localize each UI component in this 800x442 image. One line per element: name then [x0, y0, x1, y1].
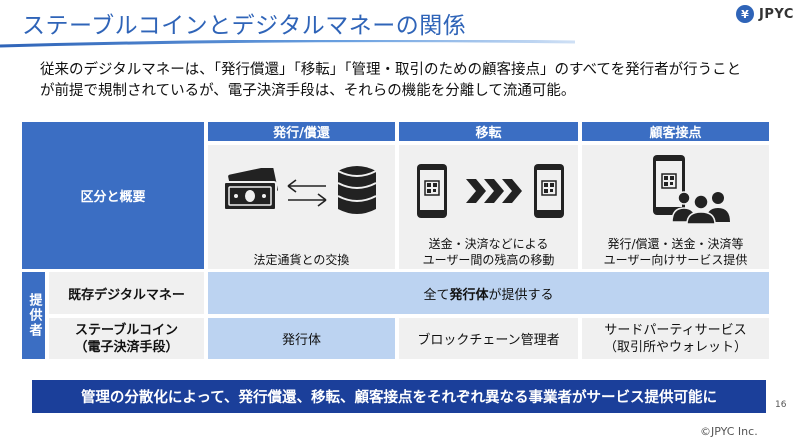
column-header-transfer: 移転	[399, 122, 578, 141]
users-group-icon	[671, 191, 730, 224]
transfer-description: 送金・決済などによる ユーザー間の残高の移動	[399, 236, 578, 268]
stablecoin-contact-line-2: （取引所やウォレット）	[603, 339, 747, 355]
stablecoin-label: ステーブルコイン （電子決済手段）	[49, 318, 204, 359]
existing-provider-cell: 全て発行体が提供する	[208, 272, 769, 314]
existing-digital-money-label: 既存デジタルマネー	[49, 272, 204, 314]
transfer-description-line-1: 送金・決済などによる	[428, 237, 549, 251]
stablecoin-transfer-cell: ブロックチェーン管理者	[399, 318, 578, 359]
transfer-description-line-2: ユーザー間の残高の移動	[422, 253, 555, 267]
intro-line-2: が前提で規制されているが、電子決済手段は、それらの機能を分離して流通可能。	[40, 83, 576, 99]
provider-label: 提供者	[22, 272, 45, 359]
yen-logo-icon: ¥	[736, 5, 754, 23]
column-header-contact: 顧客接点	[582, 122, 769, 141]
existing-suffix: が提供する	[488, 287, 554, 303]
chevrons-right-icon	[466, 179, 522, 203]
intro-text: 従来のデジタルマネーは、「発行償還」「移転」「管理・取引のための顧客接点」のすべ…	[40, 60, 780, 102]
page-title: ステーブルコインとデジタルマネーの関係	[22, 13, 467, 39]
contact-description: 発行/償還・送金・決済等 ユーザー向けサービス提供	[582, 236, 769, 268]
stablecoin-issue-cell: 発行体	[208, 318, 395, 359]
intro-line-1: 従来のデジタルマネーは、「発行償還」「移転」「管理・取引のための顧客接点」のすべ…	[40, 62, 742, 78]
copyright: ©JPYC Inc.	[700, 425, 758, 438]
overview-label: 区分と概要	[22, 122, 204, 269]
logo-text: JPYC	[759, 6, 794, 22]
conclusion-banner: 管理の分散化によって、発行償還、移転、顧客接点をそれぞれ異なる事業者がサービス提…	[32, 380, 766, 413]
existing-issuer: 発行体	[449, 287, 489, 303]
smartphone-qr-icon	[534, 164, 564, 218]
existing-prefix: 全て	[423, 287, 450, 303]
smartphone-qr-icon	[417, 164, 447, 218]
title-underline	[0, 40, 575, 48]
stablecoin-contact-line-1: サードパーティサービス	[604, 322, 747, 338]
column-header-issue: 発行/償還	[208, 122, 395, 141]
contact-description-line-2: ユーザー向けサービス提供	[603, 253, 748, 267]
issue-description: 法定通貨との交換	[253, 253, 350, 267]
banknotes-icon	[223, 168, 278, 211]
page-number: 16	[775, 400, 787, 410]
stablecoin-label-line-2: （電子決済手段）	[74, 339, 179, 355]
stablecoin-contact-cell: サードパーティサービス （取引所やウォレット）	[582, 318, 769, 359]
contact-description-line-1: 発行/償還・送金・決済等	[607, 237, 744, 251]
database-icon	[337, 166, 377, 214]
exchange-arrows-icon	[287, 179, 327, 207]
stablecoin-label-line-1: ステーブルコイン	[75, 322, 178, 338]
company-logo: ¥ JPYC	[736, 5, 794, 23]
smartphone-qr-icon	[653, 155, 685, 215]
